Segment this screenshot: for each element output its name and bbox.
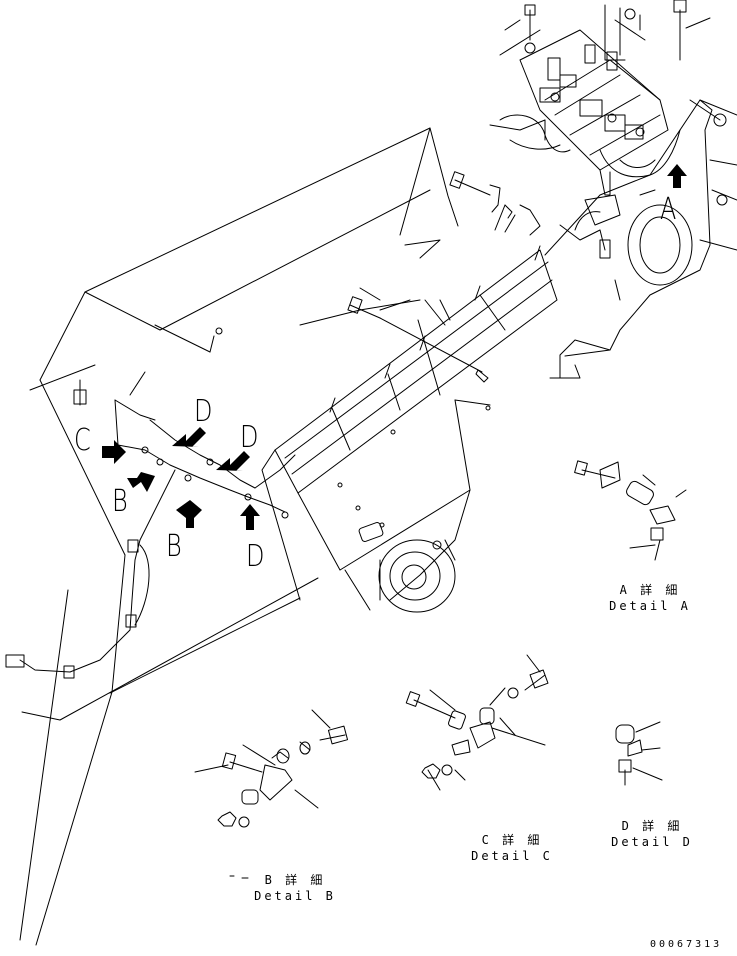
- leader-lines: [380, 18, 710, 320]
- view-label-d3: D: [246, 539, 265, 574]
- wire-harness: [6, 372, 295, 678]
- view-label-b2: B: [166, 529, 182, 564]
- detail-d-parts: [616, 722, 662, 785]
- detail-a-parts: [575, 461, 686, 560]
- detail-b-en: Detail B: [254, 889, 336, 903]
- detail-b-marks: [230, 876, 248, 878]
- clamp-near-a: [560, 190, 655, 258]
- view-label-d2: D: [240, 420, 259, 455]
- valve-block: [490, 0, 720, 195]
- detail-a-en: Detail A: [609, 599, 691, 613]
- view-label-d1: D: [194, 394, 213, 429]
- detail-b-jp: B 詳 細: [264, 873, 326, 887]
- detail-c-parts: [406, 655, 548, 790]
- arrow-a-icon: [667, 164, 687, 188]
- view-label-c: C: [74, 423, 91, 458]
- view-label-a: A: [660, 192, 677, 227]
- arrow-b2-icon: [176, 500, 202, 528]
- arrow-c-icon: [102, 440, 126, 464]
- detail-b-caption: B 詳 細 Detail B: [245, 872, 345, 904]
- detail-c-caption: C 詳 細 Detail C: [462, 832, 562, 864]
- view-arrows: [102, 164, 687, 530]
- view-label-b1: B: [112, 484, 128, 519]
- arm-assembly: [262, 246, 557, 612]
- detail-d-en: Detail D: [611, 835, 693, 849]
- detail-d-jp: D 詳 細: [621, 819, 683, 833]
- arrow-b1-icon: [127, 472, 155, 492]
- detail-c-en: Detail C: [471, 849, 553, 863]
- frame-right: [545, 100, 737, 378]
- arrow-d1-icon: [172, 427, 206, 447]
- arrow-d3-icon: [240, 504, 260, 530]
- arrow-d2-icon: [216, 451, 250, 471]
- detail-a-jp: A 詳 細: [619, 583, 681, 597]
- detail-c-jp: C 詳 細: [481, 833, 543, 847]
- detail-d-caption: D 詳 細 Detail D: [602, 818, 702, 850]
- drawing-number: 00067313: [650, 939, 723, 950]
- detail-b-parts: [195, 710, 348, 827]
- upper-clamp-set: [348, 172, 540, 382]
- detail-a-caption: A 詳 細 Detail A: [600, 582, 700, 614]
